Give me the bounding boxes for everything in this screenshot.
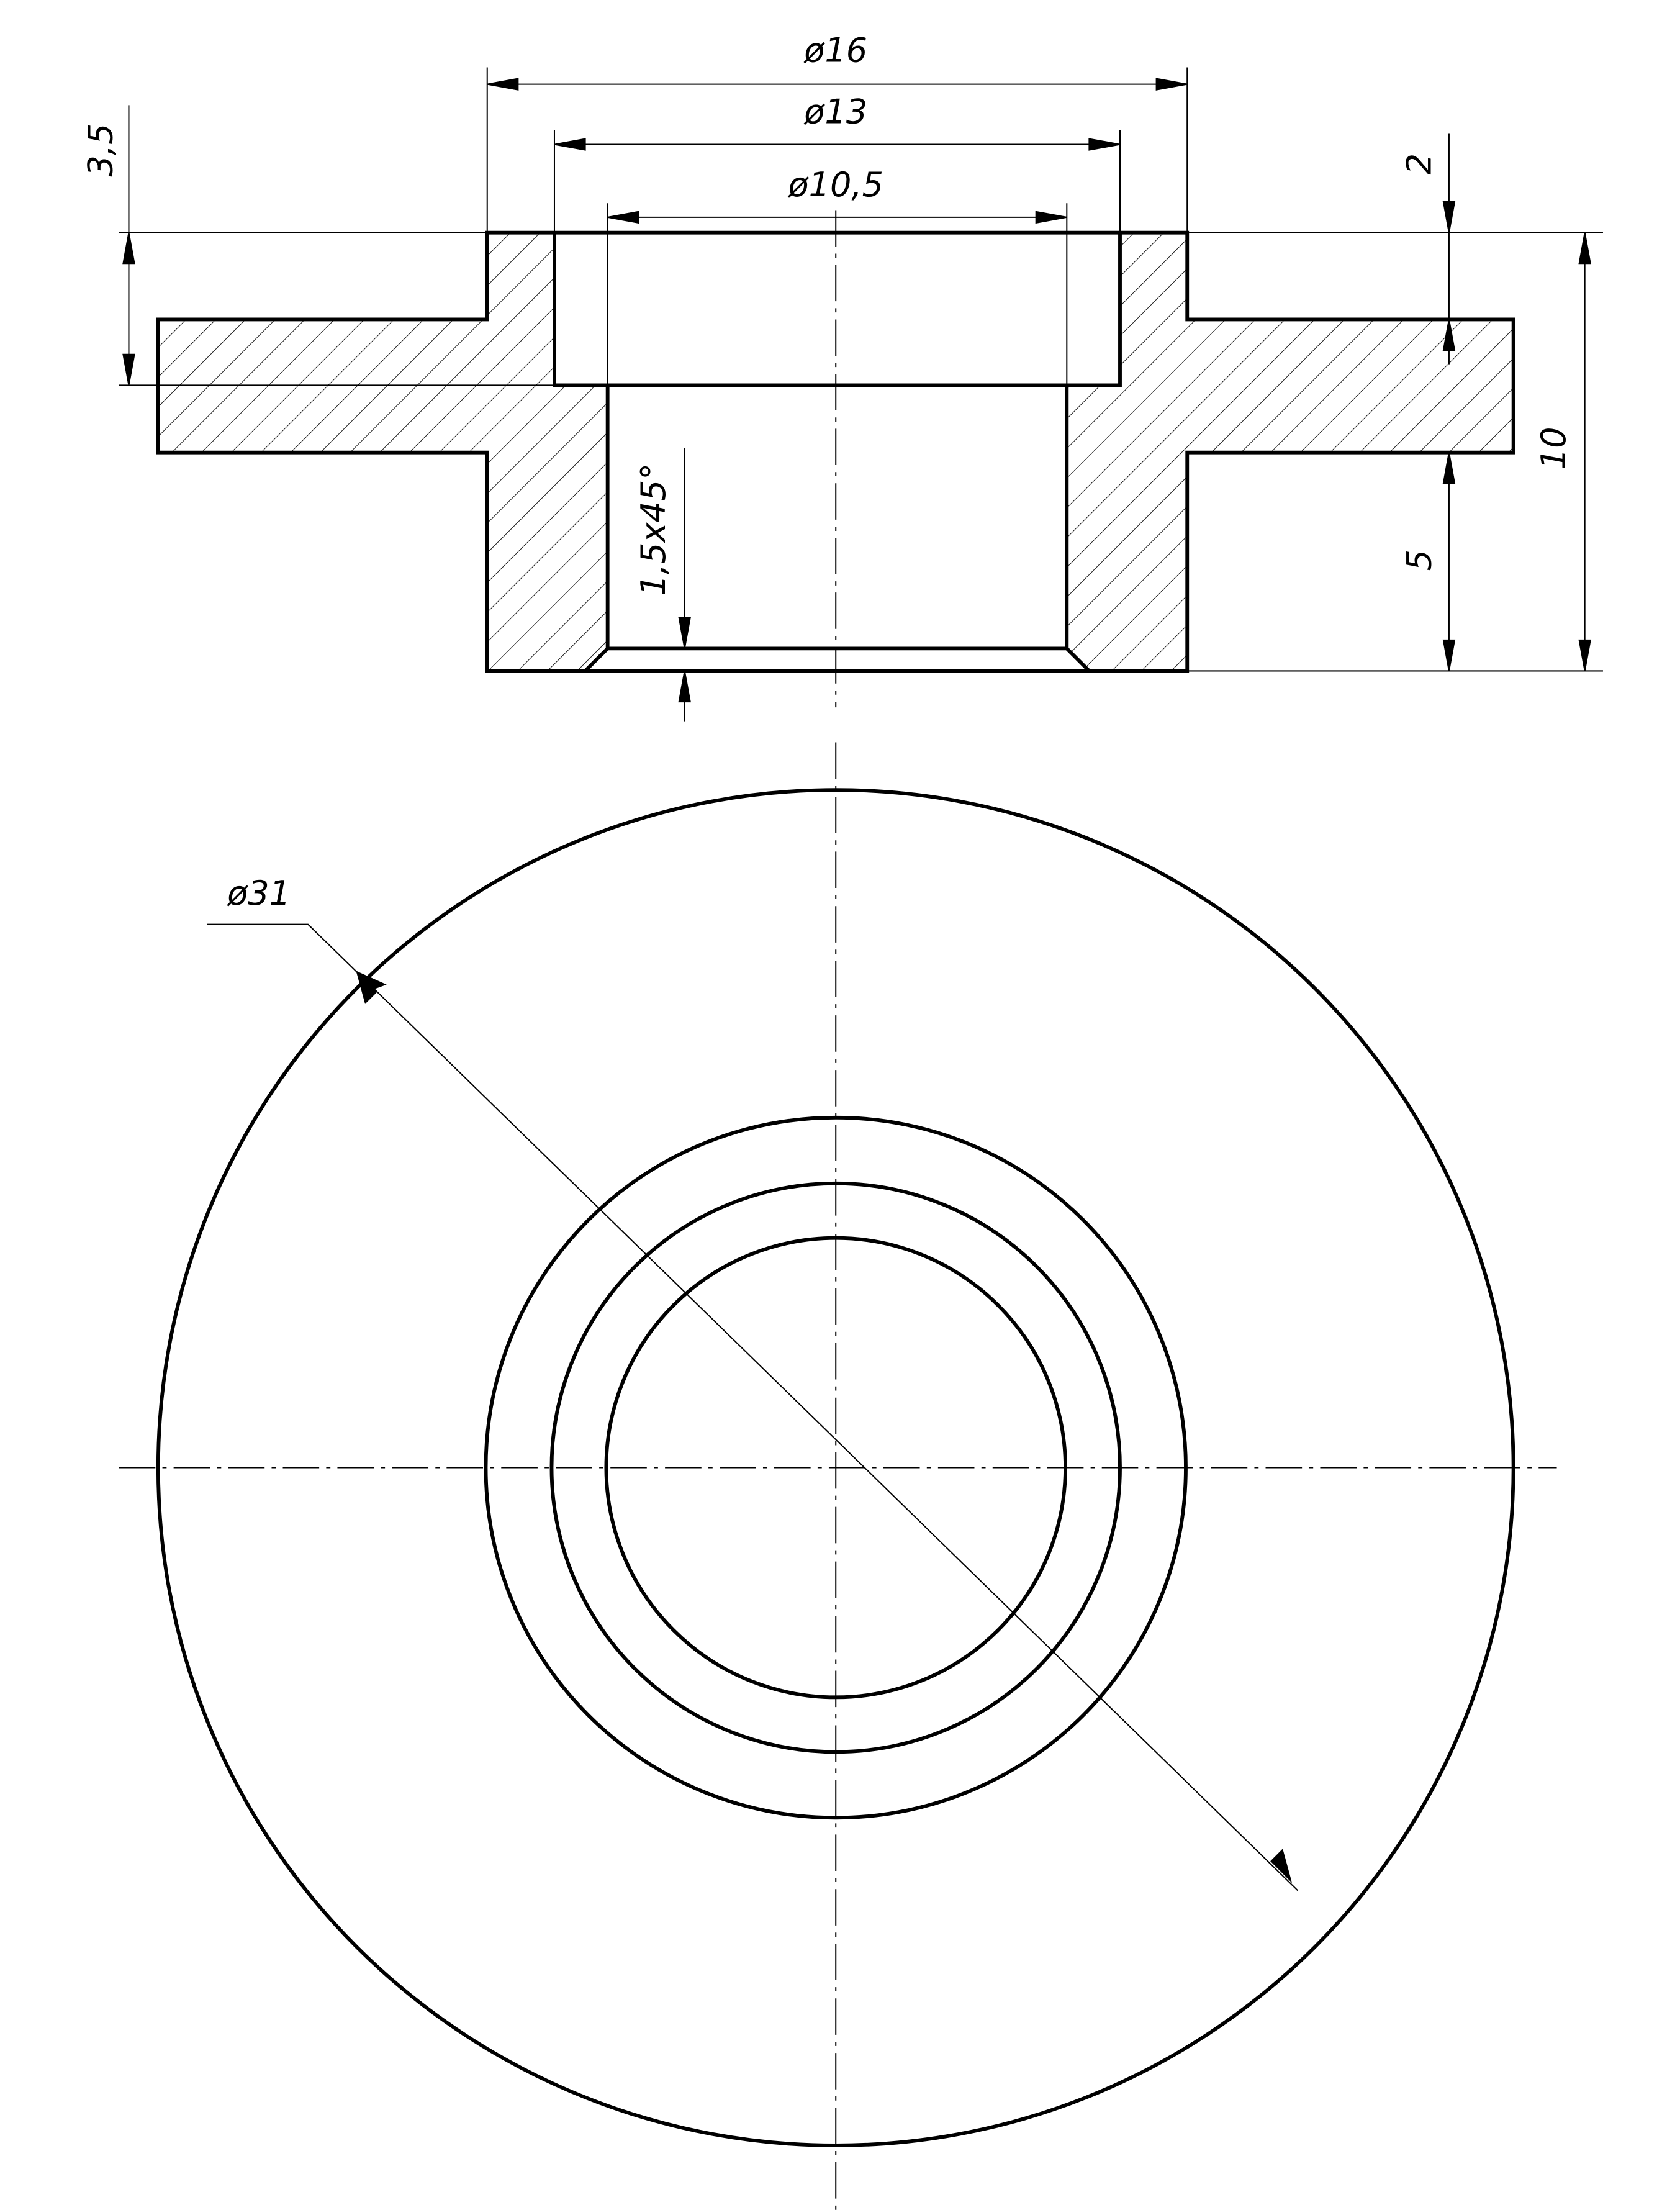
section-view [156,210,1515,708]
counterbore-outline [553,232,1122,673]
dim-d16: ø16 [803,31,867,70]
dim-h5: 5 [1400,550,1439,571]
dim-h3-5: 3,5 [81,124,120,177]
dim-d13: ø13 [803,93,867,132]
circle-d13 [549,1181,1122,1754]
dim-h10: 10 [1534,427,1573,469]
dim-chamfer: 1,5x45° [634,463,673,596]
dim-h2: 2 [1400,153,1439,174]
plan-view: ø31 [119,742,1557,2210]
circle-d10-5 [604,1236,1067,1700]
dim-d31: ø31 [227,874,291,913]
outer-circle-d31 [156,788,1515,2147]
section-dimensions [119,67,1603,722]
d31-leader [207,923,1299,1891]
circle-d16 [484,1115,1188,1820]
dim-d10-5: ø10,5 [787,165,883,204]
